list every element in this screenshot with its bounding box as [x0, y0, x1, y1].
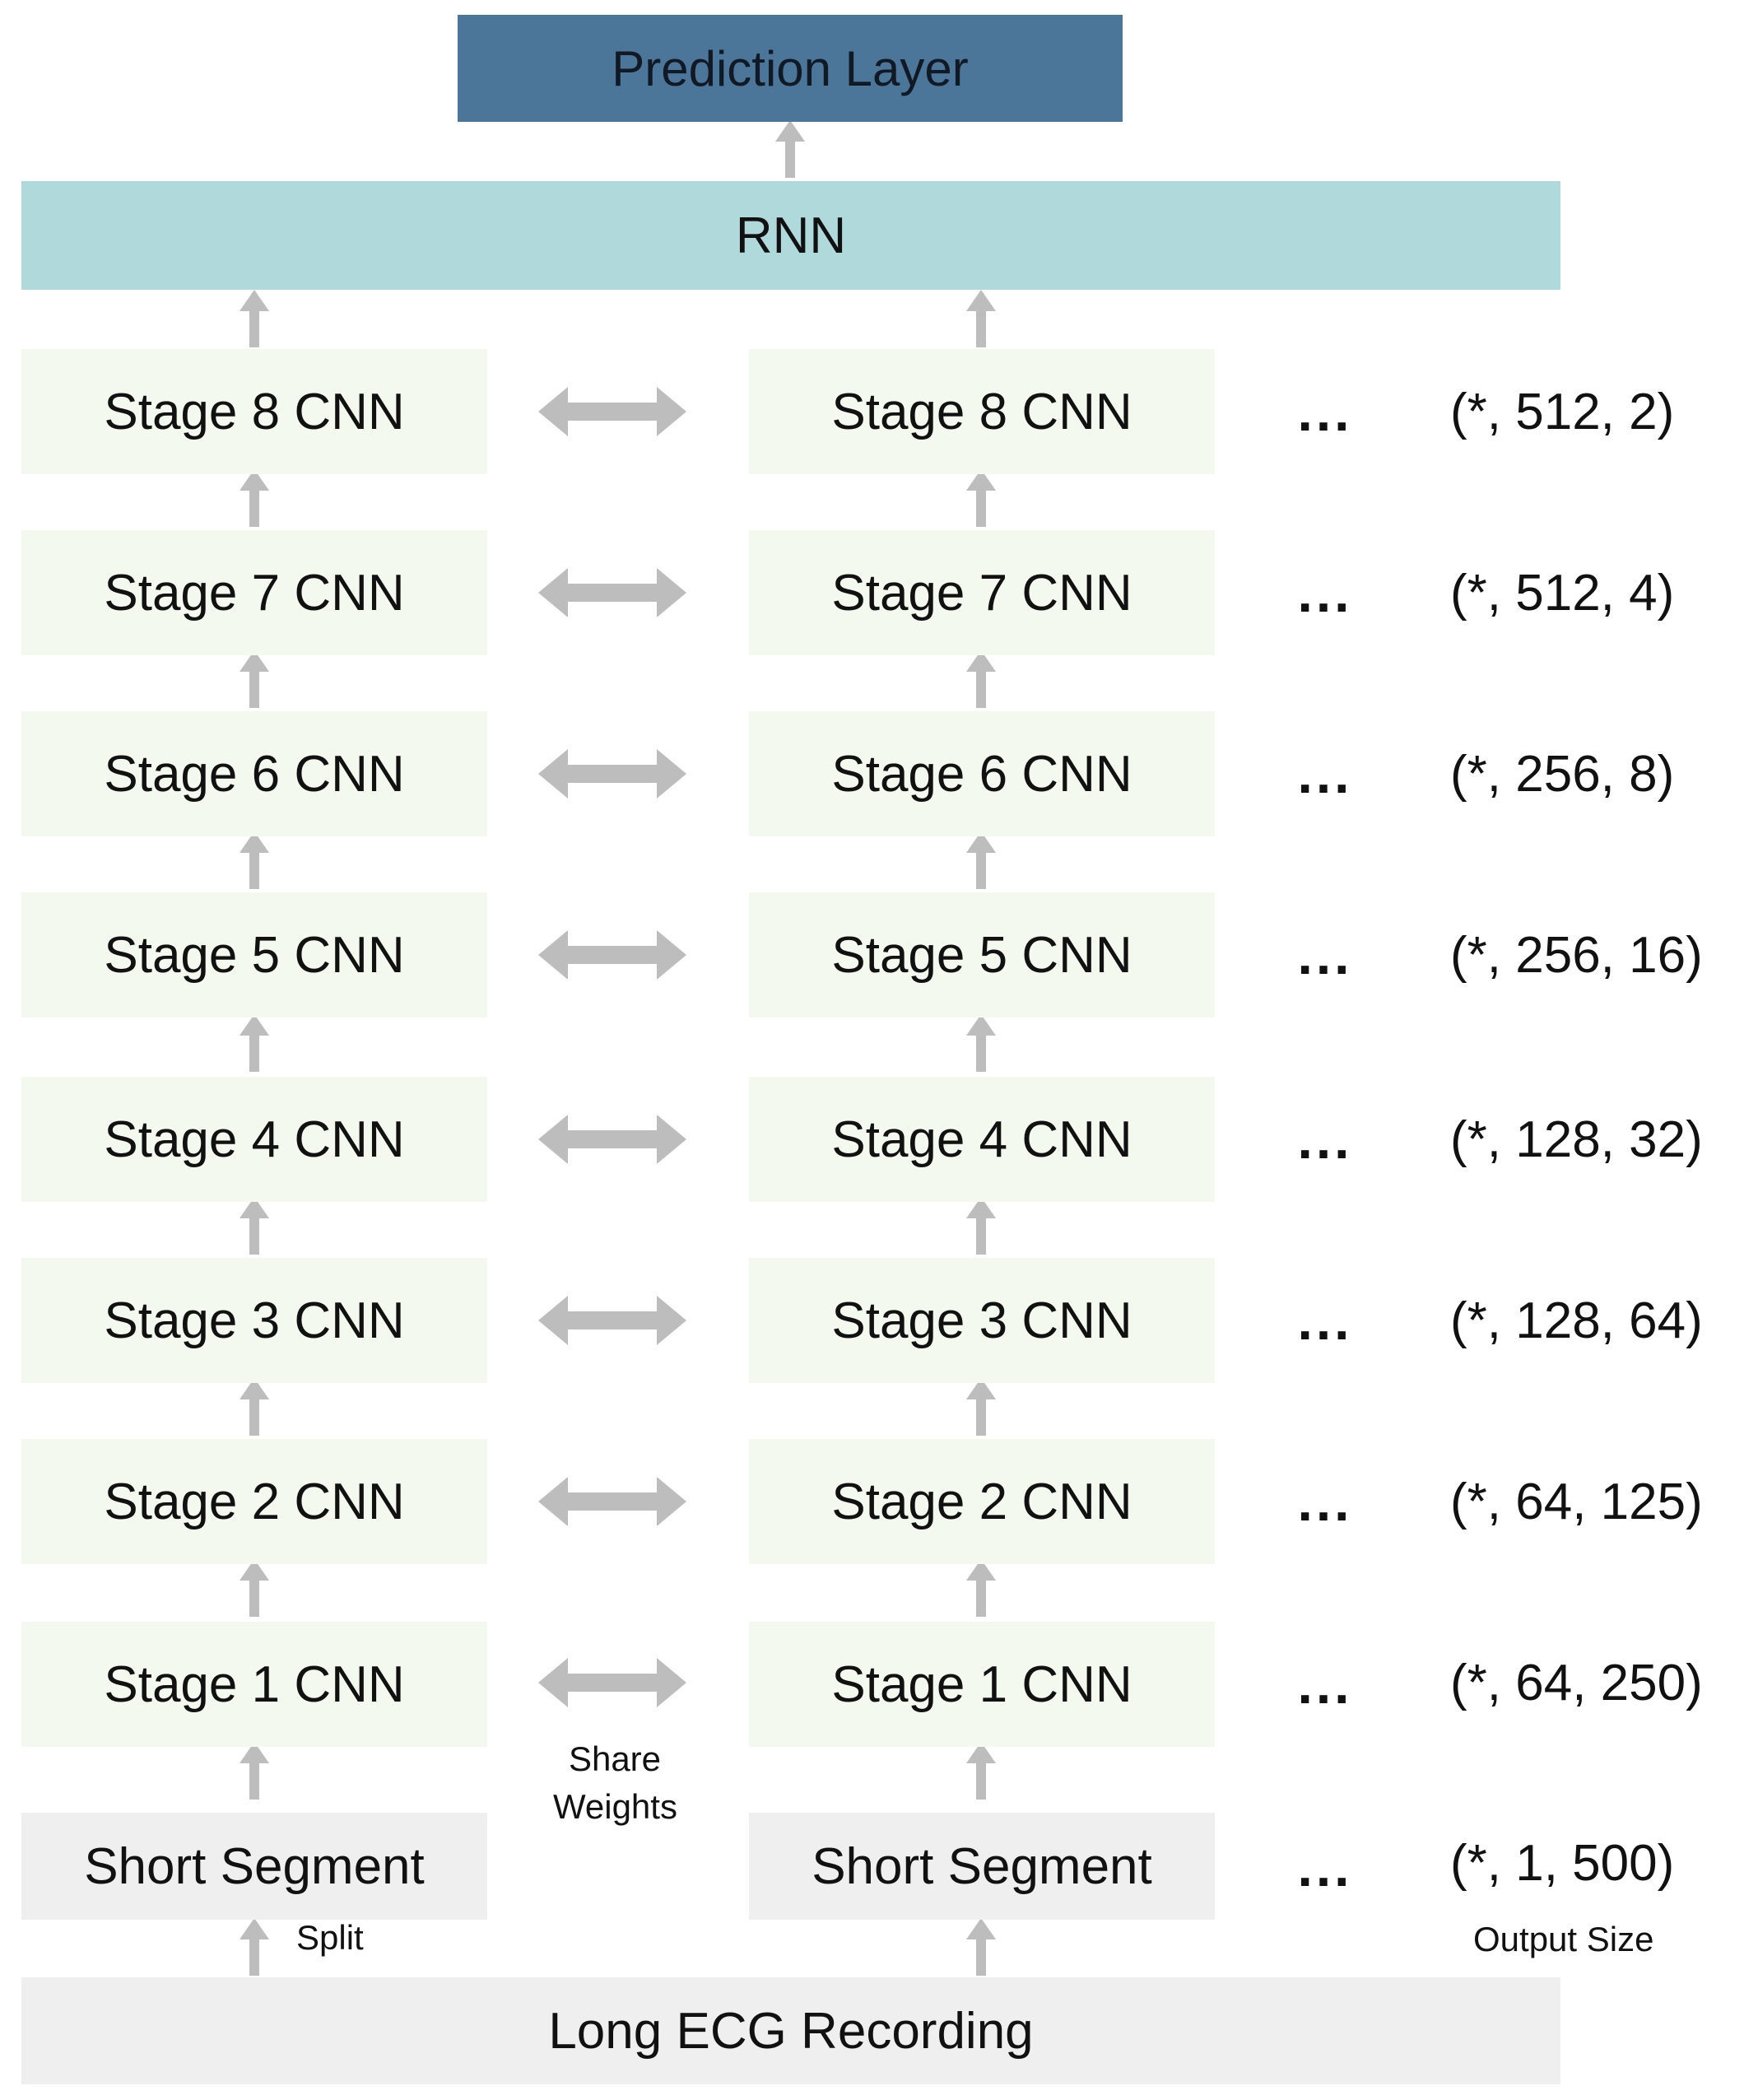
left-up-arrow-6 — [240, 1378, 269, 1436]
long-ecg-recording-label: Long ECG Recording — [548, 2002, 1034, 2060]
left-stage-3-box: Stage 3 CNN — [21, 1258, 487, 1383]
left-stage-6-box: Stage 6 CNN — [21, 711, 487, 836]
share-weights-line-1: Share — [568, 1739, 662, 1778]
share-weights-arrow-6 — [538, 749, 686, 799]
left-up-arrow-7 — [240, 1559, 269, 1617]
left-up-arrow-4 — [240, 1014, 269, 1072]
left-stage-1-box: Stage 1 CNN — [21, 1622, 487, 1747]
right-stage-6-box: Stage 6 CNN — [749, 711, 1215, 836]
share-weights-arrow-4 — [538, 1115, 686, 1164]
right-stage-3-box: Stage 3 CNN — [749, 1258, 1215, 1383]
right-split-arrow — [966, 1918, 996, 1976]
right-stage-6-label: Stage 6 CNN — [831, 745, 1132, 803]
output-size-stage-2: (*, 64, 125) — [1450, 1474, 1703, 1530]
left-stage-7-label: Stage 7 CNN — [104, 564, 405, 622]
left-stage-2-label: Stage 2 CNN — [104, 1473, 405, 1530]
ellipsis-segment: ... — [1297, 1837, 1353, 1897]
right-stage-3-label: Stage 3 CNN — [831, 1292, 1132, 1349]
right-stage-1-label: Stage 1 CNN — [831, 1655, 1132, 1713]
output-size-stage-3: (*, 128, 64) — [1450, 1292, 1703, 1349]
right-up-arrow-5 — [966, 1197, 996, 1255]
left-short-segment-label: Short Segment — [84, 1837, 425, 1895]
right-short-segment-box: Short Segment — [749, 1813, 1215, 1920]
right-stage-7-box: Stage 7 CNN — [749, 530, 1215, 655]
left-short-segment-box: Short Segment — [21, 1813, 487, 1920]
output-size-stage-5: (*, 256, 16) — [1450, 927, 1703, 984]
left-stage-7-box: Stage 7 CNN — [21, 530, 487, 655]
left-up-arrow-2 — [240, 650, 269, 708]
right-short-segment-label: Short Segment — [812, 1837, 1152, 1895]
left-up-arrow-3 — [240, 831, 269, 889]
right-up-arrow-1 — [966, 469, 996, 527]
output-size-stage-8: (*, 512, 2) — [1450, 384, 1675, 440]
left-stage-5-box: Stage 5 CNN — [21, 892, 487, 1017]
ellipsis-stage-2: ... — [1297, 1471, 1353, 1532]
ellipsis-stage-1: ... — [1297, 1654, 1353, 1715]
left-up-arrow-0 — [240, 290, 269, 347]
left-stage-1-label: Stage 1 CNN — [104, 1655, 405, 1713]
share-weights-line-2: Weights — [553, 1787, 677, 1826]
ellipsis-stage-3: ... — [1297, 1290, 1353, 1351]
ellipsis-stage-5: ... — [1297, 924, 1353, 985]
output-size-stage-4: (*, 128, 32) — [1450, 1111, 1703, 1168]
split-label: Split — [296, 1918, 364, 1957]
right-up-arrow-0 — [966, 290, 996, 347]
left-stage-6-label: Stage 6 CNN — [104, 745, 405, 803]
output-size-label: Output Size — [1473, 1920, 1654, 1958]
right-stage-7-label: Stage 7 CNN — [831, 564, 1132, 622]
share-weights-arrow-1 — [538, 1658, 686, 1707]
right-stage-4-box: Stage 4 CNN — [749, 1077, 1215, 1202]
rnn-box: RNN — [21, 181, 1560, 290]
right-up-arrow-2 — [966, 650, 996, 708]
left-up-arrow-1 — [240, 469, 269, 527]
left-stage-8-box: Stage 8 CNN — [21, 349, 487, 474]
right-stage-8-label: Stage 8 CNN — [831, 383, 1132, 440]
right-stage-5-box: Stage 5 CNN — [749, 892, 1215, 1017]
output-size-stage-6: (*, 256, 8) — [1450, 746, 1675, 803]
left-up-arrow-5 — [240, 1197, 269, 1255]
prediction-layer-box: Prediction Layer — [458, 15, 1123, 122]
ellipsis-stage-4: ... — [1297, 1109, 1353, 1170]
share-weights-arrow-2 — [538, 1477, 686, 1526]
right-stage-4-label: Stage 4 CNN — [831, 1111, 1132, 1168]
right-stage-5-label: Stage 5 CNN — [831, 926, 1132, 984]
left-stage-2-box: Stage 2 CNN — [21, 1439, 487, 1564]
left-stage-4-label: Stage 4 CNN — [104, 1111, 405, 1168]
right-up-arrow-8 — [966, 1742, 996, 1800]
output-size-stage-7: (*, 512, 4) — [1450, 565, 1675, 622]
output-size-stage-1: (*, 64, 250) — [1450, 1655, 1703, 1711]
rnn-to-prediction-arrow — [775, 120, 805, 178]
ellipsis-stage-7: ... — [1297, 562, 1353, 623]
right-up-arrow-3 — [966, 831, 996, 889]
long-ecg-recording-box: Long ECG Recording — [21, 1977, 1560, 2084]
rnn-label: RNN — [735, 207, 847, 264]
left-up-arrow-8 — [240, 1742, 269, 1800]
ellipsis-stage-8: ... — [1297, 381, 1353, 442]
share-weights-arrow-3 — [538, 1296, 686, 1345]
right-stage-2-box: Stage 2 CNN — [749, 1439, 1215, 1564]
left-stage-5-label: Stage 5 CNN — [104, 926, 405, 984]
share-weights-arrow-5 — [538, 930, 686, 980]
left-split-arrow — [240, 1918, 269, 1976]
right-stage-1-box: Stage 1 CNN — [749, 1622, 1215, 1747]
prediction-layer-label: Prediction Layer — [612, 40, 969, 96]
left-stage-4-box: Stage 4 CNN — [21, 1077, 487, 1202]
share-weights-arrow-8 — [538, 387, 686, 436]
share-weights-label: Share Weights — [553, 1735, 677, 1831]
share-weights-arrow-7 — [538, 568, 686, 617]
right-stage-2-label: Stage 2 CNN — [831, 1473, 1132, 1530]
ellipsis-stage-6: ... — [1297, 743, 1353, 804]
right-up-arrow-6 — [966, 1378, 996, 1436]
left-stage-3-label: Stage 3 CNN — [104, 1292, 405, 1349]
right-up-arrow-7 — [966, 1559, 996, 1617]
right-stage-8-box: Stage 8 CNN — [749, 349, 1215, 474]
left-stage-8-label: Stage 8 CNN — [104, 383, 405, 440]
output-size-segment: (*, 1, 500) — [1450, 1835, 1675, 1892]
right-up-arrow-4 — [966, 1014, 996, 1072]
